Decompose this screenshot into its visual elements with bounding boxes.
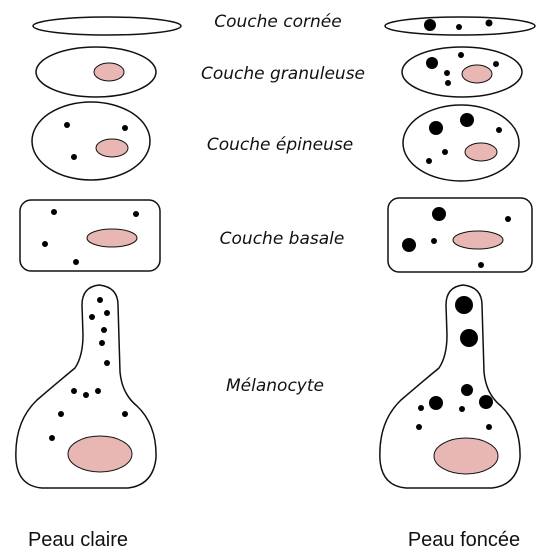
dark-basale-granule [431,238,437,244]
dark-basale-granule [478,262,484,268]
dark-spinosum-cell [403,105,519,181]
dark-basale-granule [505,216,511,222]
light-basale-granule [42,241,48,247]
light-melanocyte-granule [122,411,128,417]
light-melanocyte-granule [89,314,95,320]
light-melanocyte-granule [101,327,107,333]
light-corneum-cell [33,17,181,35]
light-granulosum-nucleus [94,63,124,81]
light-spinosum-granule [64,122,70,128]
dark-melanocyte-granule [486,424,492,430]
dark-melanocyte [380,285,520,488]
dark-spinosum-granule [460,113,474,127]
dark-basale-cell [388,198,532,272]
dark-basale-nucleus [453,231,503,249]
light-basale-granule [73,259,79,265]
label-melanocyte: Mélanocyte [226,378,324,395]
light-melanocyte-granule [104,360,110,366]
dark-granulosum-granule [445,80,451,86]
dark-granulosum-cell [402,47,522,97]
dark-melanocyte-granule [460,329,478,347]
light-basale-granule [51,209,57,215]
dark-melanocyte-granule [416,424,422,430]
light-melanocyte [16,285,156,488]
light-basale-cell [20,200,160,271]
light-melanocyte-granule [97,297,103,303]
label-peau-claire: Peau claire [28,530,128,550]
light-melanocyte-granule [58,411,64,417]
dark-basale-granule [402,238,416,252]
dark-corneum-granule [486,20,493,27]
label-couche-basale: Couche basale [220,231,345,248]
dark-skin-column [380,17,535,488]
dark-corneum-granule [456,24,462,30]
light-melanocyte-granule [104,310,110,316]
dark-granulosum-granule [444,70,450,76]
light-melanocyte-granule [83,392,89,398]
dark-granulosum-granule [493,61,499,67]
dark-granulosum-granule [458,52,464,58]
label-couche-granuleuse: Couche granuleuse [201,66,365,83]
dark-spinosum-granule [496,127,502,133]
light-melanocyte-granule [49,435,55,441]
light-spinosum-granule [71,154,77,160]
dark-melanocyte-granule [455,296,473,314]
light-melanocyte-granule [71,388,77,394]
light-melanocyte-nucleus [68,436,132,472]
dark-spinosum-granule [442,149,448,155]
label-peau-foncee: Peau foncée [408,530,520,550]
dark-spinosum-granule [429,121,443,135]
light-melanocyte-granule [99,340,105,346]
dark-corneum-cell [385,17,535,35]
dark-spinosum-nucleus [465,143,497,161]
label-couche-epineuse: Couche épineuse [207,137,353,154]
dark-corneum-granule [424,19,436,31]
light-melanocyte-granule [95,388,101,394]
light-granulosum-cell [36,47,156,97]
dark-melanocyte-granule [429,396,443,410]
light-basale-granule [133,211,139,217]
label-couche-cornee: Couche cornée [214,14,341,31]
light-skin-column [16,17,181,488]
light-spinosum-granule [122,125,128,131]
dark-spinosum-granule [426,158,432,164]
dark-melanocyte-granule [459,406,465,412]
dark-melanocyte-granule [461,384,473,396]
dark-melanocyte-granule [479,395,493,409]
dark-granulosum-nucleus [462,65,492,83]
light-spinosum-nucleus [96,139,128,157]
light-basale-nucleus [87,229,137,247]
dark-melanocyte-nucleus [434,438,498,474]
dark-basale-granule [432,207,446,221]
light-spinosum-cell [32,102,150,180]
dark-melanocyte-granule [418,405,424,411]
dark-granulosum-granule [426,57,438,69]
